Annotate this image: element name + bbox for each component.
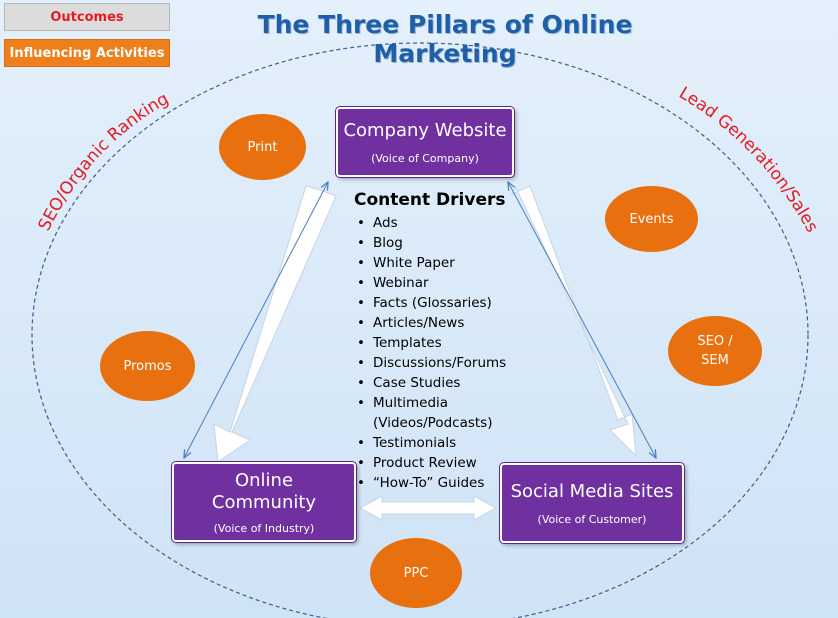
activity-promos-label: Promos [123,358,172,374]
list-item: Articles/News [354,313,544,333]
connector-website-community [184,182,328,458]
activity-ppc: PPC [370,538,462,608]
content-drivers-list: Ads Blog White Paper Webinar Facts (Glos… [354,213,544,493]
activity-seo-label-line1: SEO / [697,334,733,349]
legend-activities-label: Influencing Activities [9,45,165,61]
list-item: Multimedia (Videos/Podcasts) [354,393,544,433]
activity-promos: Promos [100,331,195,401]
pillar-community-sub: (Voice of Industry) [213,521,315,535]
list-item: White Paper [354,253,544,273]
outcome-left-label: SEO/Organic Ranking [35,89,173,234]
list-item: Ads [354,213,544,233]
pillar-online-community: Online Community (Voice of Industry) [172,462,356,542]
activity-print: Print [219,114,306,180]
list-item: Blog [354,233,544,253]
pillar-social-name: Social Media Sites [510,480,674,502]
list-item: Case Studies [354,373,544,393]
list-item: Testimonials [354,433,544,453]
outer-dashed-circle [31,42,809,618]
legend-influencing-activities: Influencing Activities [4,39,170,67]
activity-seo-label-line2: SEM [701,353,729,368]
list-item: Product Review [354,453,544,473]
activity-seo-sem: SEO / SEM [668,316,762,386]
pillar-social-sub: (Voice of Customer) [537,512,647,526]
list-item: “How-To” Guides [354,473,544,493]
pillar-website-name: Company Website [343,119,507,141]
activity-ppc-label: PPC [403,565,429,581]
content-drivers-title: Content Drivers [354,190,506,210]
activity-events: Events [605,186,698,252]
page-title: The Three Pillars of Online Marketing [257,10,633,68]
list-item: Facts (Glossaries) [354,293,544,313]
content-drivers: Content Drivers Ads Blog White Paper Web… [354,190,544,493]
legend-outcomes-label: Outcomes [50,9,124,25]
list-item: Webinar [354,273,544,293]
activity-events-label: Events [629,211,674,227]
pillar-company-website: Company Website (Voice of Company) [336,107,514,177]
pillar-community-name-line2: Community [211,491,317,513]
activity-print-label: Print [247,139,278,155]
list-item: Templates [354,333,544,353]
pillar-community-name-line1: Online [234,469,294,491]
legend-outcomes: Outcomes [4,3,170,31]
list-item: Discussions/Forums [354,353,544,373]
pillar-website-sub: (Voice of Company) [371,151,479,165]
